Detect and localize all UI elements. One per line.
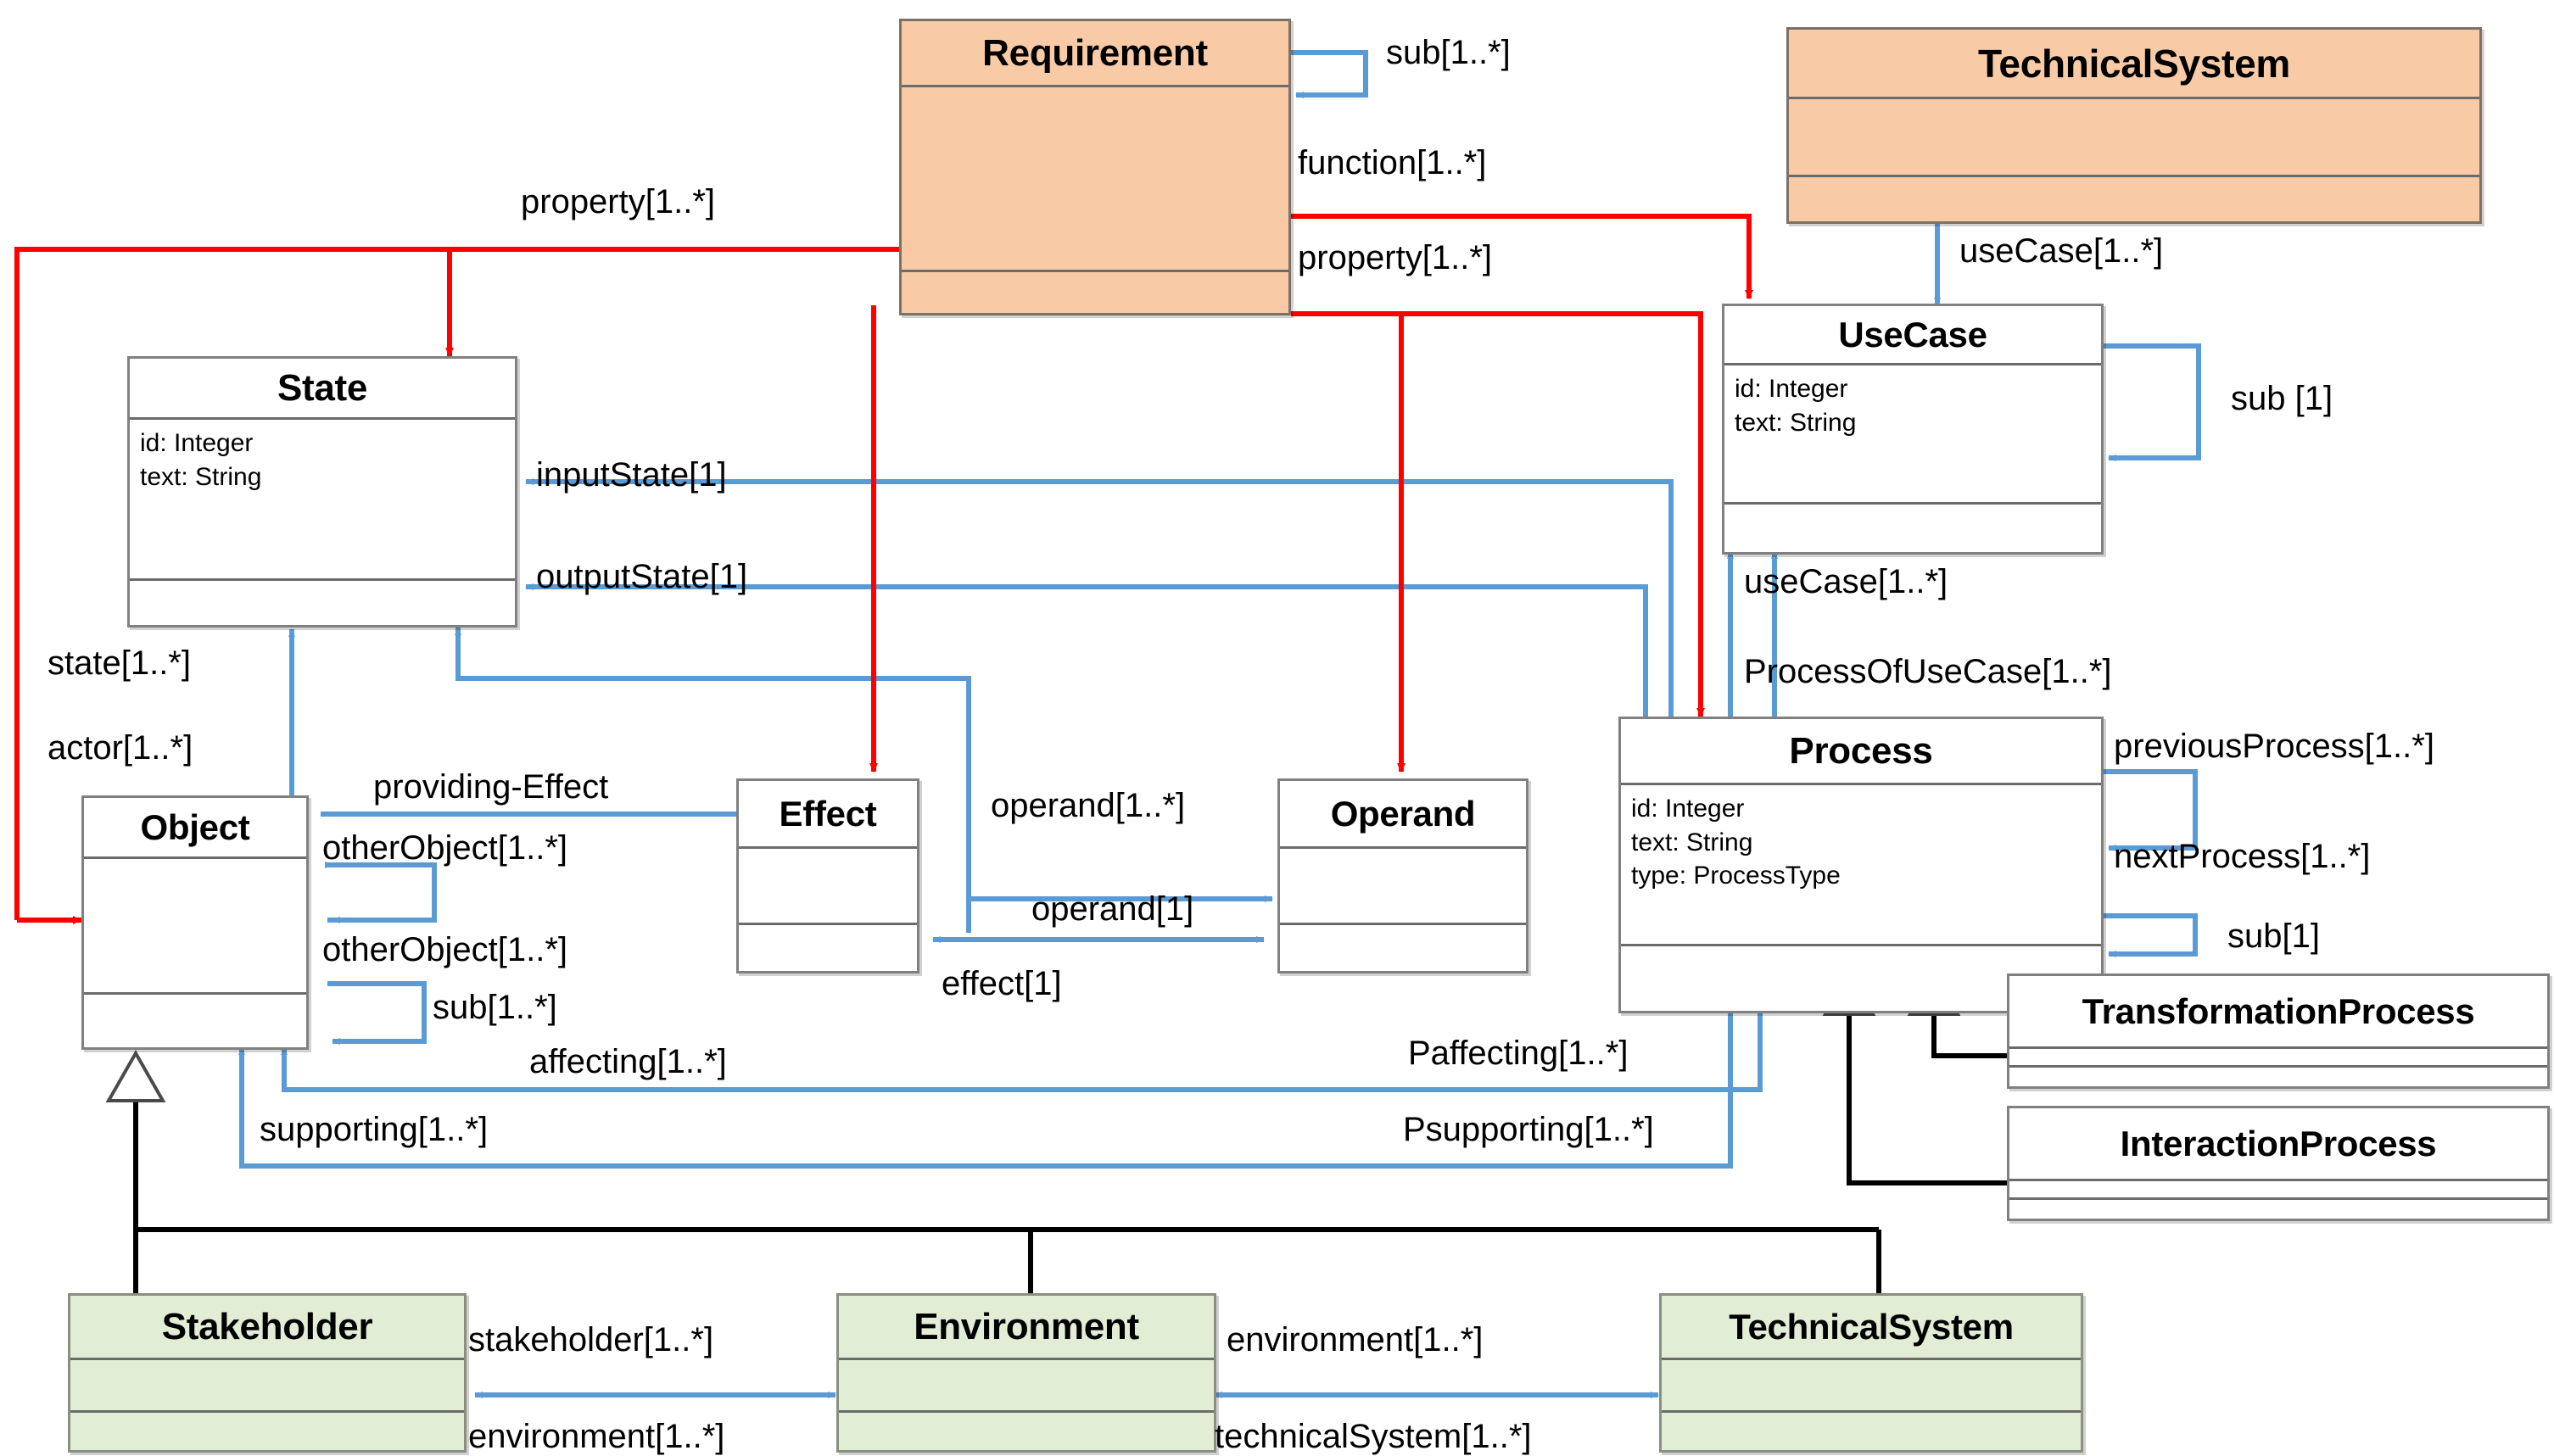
edge-label-uc-sub: sub [1] xyxy=(2231,380,2333,417)
class-name-interactionprocess: InteractionProcess xyxy=(2009,1108,2547,1181)
class-box-environment[interactable]: Environment xyxy=(836,1293,1216,1453)
edge-label-technicalsystem-multi: technicalSystem[1..*] xyxy=(1215,1418,1532,1455)
class-attributes-requirement xyxy=(902,87,1288,272)
edge-label-psupporting: Psupporting[1..*] xyxy=(1403,1111,1654,1148)
edge-label-environment-multi2: environment[1..*] xyxy=(1227,1321,1484,1358)
edge-label-stakeholder-multi: stakeholder[1..*] xyxy=(468,1321,714,1358)
edge-label-affecting: affecting[1..*] xyxy=(529,1043,727,1080)
edge-label-otherobject-1: otherObject[1..*] xyxy=(322,829,568,867)
edge-label-req-function: function[1..*] xyxy=(1298,144,1487,181)
blue-association-edges xyxy=(238,50,2201,1398)
edge-label-req-property-right: property[1..*] xyxy=(1298,239,1493,276)
class-box-usecase[interactable]: UseCase id: Integer text: String xyxy=(1722,304,2104,555)
edge-label-prev-process: previousProcess[1..*] xyxy=(2114,728,2434,765)
class-name-object: Object xyxy=(84,798,306,859)
class-name-operand: Operand xyxy=(1280,781,1526,849)
edge-label-obj-sub: sub[1..*] xyxy=(433,989,557,1026)
attribute-usecase-id: id: Integer xyxy=(1735,375,1848,403)
class-box-effect[interactable]: Effect xyxy=(736,778,919,973)
class-attributes-object xyxy=(84,859,306,995)
edge-label-paffecting: Paffecting[1..*] xyxy=(1408,1035,1629,1072)
class-attributes-transformationprocess xyxy=(2009,1049,2547,1068)
class-name-transformationprocess: TransformationProcess xyxy=(2009,976,2547,1049)
edge-label-providing-effect: providing-Effect xyxy=(373,768,609,806)
class-name-environment: Environment xyxy=(839,1296,1214,1360)
attribute-state-text: text: String xyxy=(140,462,262,491)
class-box-operand[interactable]: Operand xyxy=(1277,778,1528,973)
edge-label-operand-one: operand[1] xyxy=(1031,890,1194,928)
attribute-process-type: type: ProcessType xyxy=(1631,862,1841,890)
class-attributes-technicalsystem-top xyxy=(1789,99,2479,177)
class-name-effect: Effect xyxy=(739,781,917,849)
red-composition-edges xyxy=(14,214,1753,924)
class-name-usecase: UseCase xyxy=(1724,306,2101,365)
class-box-process[interactable]: Process id: Integer text: String type: P… xyxy=(1618,717,2104,1013)
class-box-technicalsystem-bottom[interactable]: TechnicalSystem xyxy=(1659,1293,2083,1453)
class-name-technicalsystem-top: TechnicalSystem xyxy=(1789,30,2479,99)
black-generalization-edges xyxy=(133,1013,2010,1293)
attribute-process-id: id: Integer xyxy=(1631,795,1745,823)
edge-label-supporting: supporting[1..*] xyxy=(260,1111,489,1148)
edge-label-req-property-left: property[1..*] xyxy=(521,183,716,220)
class-attributes-technicalsystem-bottom xyxy=(1662,1360,2081,1413)
attribute-state-id: id: Integer xyxy=(140,429,254,457)
attribute-usecase-text: text: String xyxy=(1735,408,1857,437)
class-attributes-effect xyxy=(739,849,917,925)
edge-label-otherobject-2: otherObject[1..*] xyxy=(322,931,568,968)
edge-label-req-sub: sub[1..*] xyxy=(1386,34,1511,71)
edge-label-proc-of-usecase: ProcessOfUseCase[1..*] xyxy=(1744,653,2112,690)
edge-label-outputstate: outputState[1] xyxy=(536,558,748,595)
edge-label-obj-state: state[1..*] xyxy=(48,644,191,682)
edge-label-obj-actor: actor[1..*] xyxy=(48,729,193,767)
class-box-interactionprocess[interactable]: InteractionProcess xyxy=(2007,1106,2550,1221)
class-attributes-process: id: Integer text: String type: ProcessTy… xyxy=(1621,785,2101,946)
class-box-state[interactable]: State id: Integer text: String xyxy=(127,356,517,628)
class-name-process: Process xyxy=(1621,719,2101,785)
class-box-transformationprocess[interactable]: TransformationProcess xyxy=(2007,973,2550,1089)
class-box-technicalsystem-top[interactable]: TechnicalSystem xyxy=(1786,27,2482,224)
class-attributes-stakeholder xyxy=(70,1360,464,1413)
attribute-process-text: text: String xyxy=(1631,828,1753,856)
class-name-state: State xyxy=(130,359,515,420)
class-name-technicalsystem-bottom: TechnicalSystem xyxy=(1662,1296,2081,1360)
class-name-stakeholder: Stakeholder xyxy=(70,1296,464,1360)
class-box-requirement[interactable]: Requirement xyxy=(899,19,1291,315)
edge-label-inputstate: inputState[1] xyxy=(536,456,727,494)
class-attributes-environment xyxy=(839,1360,1214,1413)
class-attributes-operand xyxy=(1280,849,1526,925)
edge-label-operand-multi: operand[1..*] xyxy=(991,787,1186,824)
edge-label-proc-usecase: useCase[1..*] xyxy=(1744,563,1948,600)
edge-label-proc-sub: sub[1] xyxy=(2227,918,2320,955)
edge-label-next-process: nextProcess[1..*] xyxy=(2114,838,2371,875)
class-box-object[interactable]: Object xyxy=(81,795,309,1050)
class-box-stakeholder[interactable]: Stakeholder xyxy=(68,1293,467,1453)
class-name-requirement: Requirement xyxy=(902,21,1288,87)
edge-label-environment-multi: environment[1..*] xyxy=(468,1418,725,1455)
class-attributes-usecase: id: Integer text: String xyxy=(1724,365,2101,505)
class-attributes-interactionprocess xyxy=(2009,1181,2547,1200)
edge-label-effect-one: effect[1] xyxy=(942,965,1062,1002)
class-attributes-state: id: Integer text: String xyxy=(130,420,515,581)
edge-label-ts-usecase: useCase[1..*] xyxy=(1959,232,2164,270)
